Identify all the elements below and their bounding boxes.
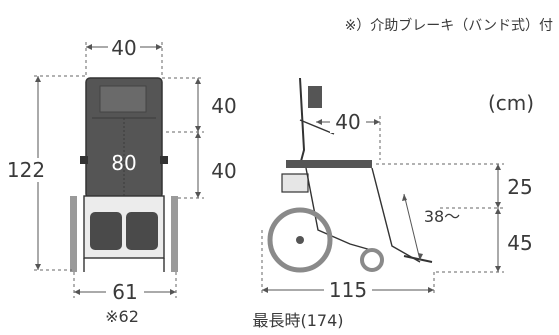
side-depth-label: 40 — [335, 110, 360, 134]
side-length-label: 115 — [329, 278, 367, 302]
side-max-length-label: 最長時(174) — [252, 311, 343, 330]
front-back-lower-label: 40 — [211, 159, 236, 183]
side-seat-height-label: 45 — [507, 231, 532, 255]
side-caster — [360, 248, 384, 272]
front-footrest-left — [90, 212, 122, 250]
front-back-upper-label: 40 — [211, 94, 236, 118]
brake-note: ※）介助ブレーキ（バンド式）付 — [345, 17, 553, 34]
front-base-width-alt-label: ※62 — [105, 307, 139, 326]
side-tilt-label: 38～ — [424, 207, 460, 226]
unit-label: (cm) — [488, 91, 534, 115]
front-base-width-label: 61 — [112, 280, 137, 304]
front-footrest-right — [126, 212, 158, 250]
front-top-width-label: 40 — [111, 36, 136, 60]
side-rear-wheel — [267, 207, 333, 273]
front-view: 40 122 40 40 80 61 ※62 — [6, 36, 237, 326]
front-height-label: 122 — [7, 158, 45, 182]
side-view: 40 25 45 38～ 115 最長時(174) — [252, 77, 533, 330]
front-seat-label: 80 — [111, 151, 136, 175]
side-seat — [286, 160, 372, 168]
side-armrest-height-label: 25 — [507, 175, 532, 199]
